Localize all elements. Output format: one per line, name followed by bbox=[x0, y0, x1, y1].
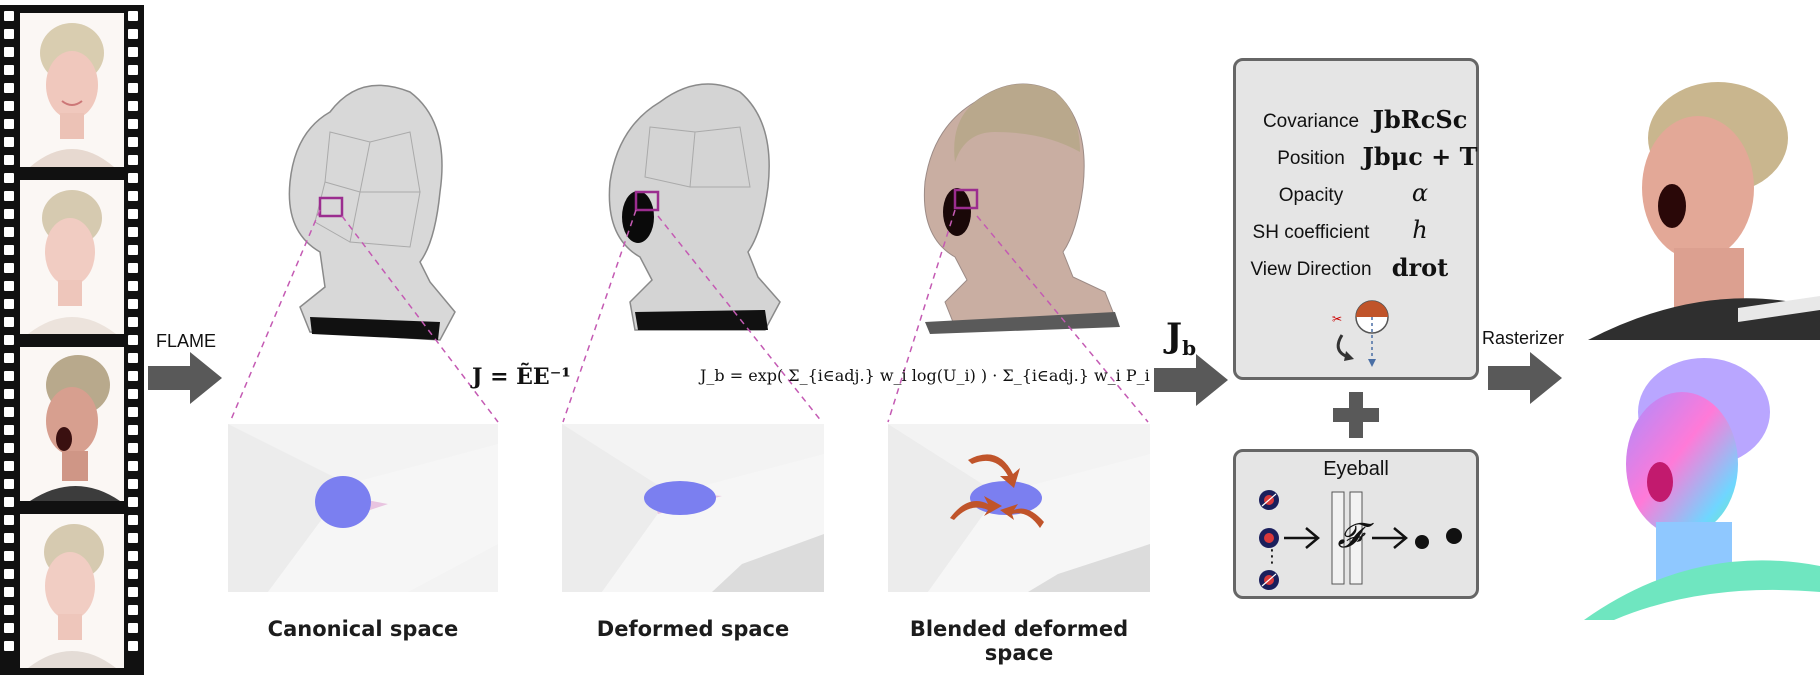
zoom-blended bbox=[888, 424, 1150, 592]
attr-name-position: Position bbox=[1277, 148, 1345, 169]
deformed-head-mesh bbox=[608, 83, 781, 331]
formula-jb: J_b = exp( Σ_{i∈adj.} w_i log(U_i) ) · Σ… bbox=[700, 366, 1150, 385]
rendered-output-normals bbox=[1584, 358, 1820, 620]
flame-arrow bbox=[148, 352, 222, 404]
eyeball-title: Eyeball bbox=[1323, 458, 1389, 480]
attr-value-opacity: α bbox=[1411, 179, 1429, 207]
caption-canonical: Canonical space bbox=[267, 617, 459, 641]
rasterizer-arrow bbox=[1488, 352, 1562, 404]
attr-value-position: Jbμc + T bbox=[1362, 142, 1478, 171]
attr-name-opacity: Opacity bbox=[1278, 185, 1344, 206]
caption-blended: Blended deformed space bbox=[909, 617, 1129, 665]
video-frame-4 bbox=[20, 514, 124, 668]
formula-j: J = ẼE⁻¹ bbox=[472, 364, 571, 390]
attr-name-sh: SH coefficient bbox=[1252, 222, 1370, 243]
eyeball-panel: Eyeball 𝓕 ⋮ bbox=[1233, 449, 1479, 599]
zoom-canonical bbox=[228, 424, 498, 592]
gaussian-attributes-panel: Covariance JbRcSc Position Jbμc + T Opac… bbox=[1233, 58, 1479, 380]
rasterizer-label: Rasterizer bbox=[1482, 328, 1565, 348]
plus-icon bbox=[1333, 392, 1379, 438]
jb-arrow-label: Jb bbox=[1166, 316, 1197, 360]
canonical-head-mesh bbox=[288, 84, 456, 341]
zoom-deformed bbox=[562, 424, 824, 592]
video-frame-2 bbox=[20, 180, 124, 334]
jb-arrow bbox=[1154, 354, 1228, 406]
caption-deformed: Deformed space bbox=[596, 617, 790, 641]
rotation-arrows-icon bbox=[950, 454, 1044, 528]
rendered-output-rgb bbox=[1588, 82, 1820, 340]
input-video-filmstrip bbox=[0, 5, 144, 675]
film-perforations-left bbox=[2, 11, 16, 659]
flame-label: FLAME bbox=[156, 331, 217, 351]
sh-rotation-icon: ✂ bbox=[1332, 300, 1389, 367]
gaussian-ellipse bbox=[315, 476, 371, 528]
attr-value-covariance: JbRcSc bbox=[1372, 105, 1468, 134]
eyeball-network-diagram bbox=[1259, 490, 1462, 590]
eyeball-more-dots: ⋮ bbox=[1263, 546, 1281, 567]
blended-head-textured bbox=[923, 83, 1120, 334]
attr-name-view-direction: View Direction bbox=[1250, 259, 1372, 280]
video-frame-1 bbox=[20, 13, 124, 167]
network-symbol: 𝓕 bbox=[1337, 516, 1363, 556]
attr-value-sh: h bbox=[1412, 216, 1428, 244]
attr-value-view-direction: drot bbox=[1391, 253, 1449, 282]
attr-name-covariance: Covariance bbox=[1262, 111, 1360, 132]
svg-text:✂: ✂ bbox=[1332, 312, 1342, 326]
video-frame-3 bbox=[20, 347, 124, 501]
gaussian-ellipse bbox=[644, 481, 716, 515]
film-perforations-right bbox=[126, 11, 140, 659]
